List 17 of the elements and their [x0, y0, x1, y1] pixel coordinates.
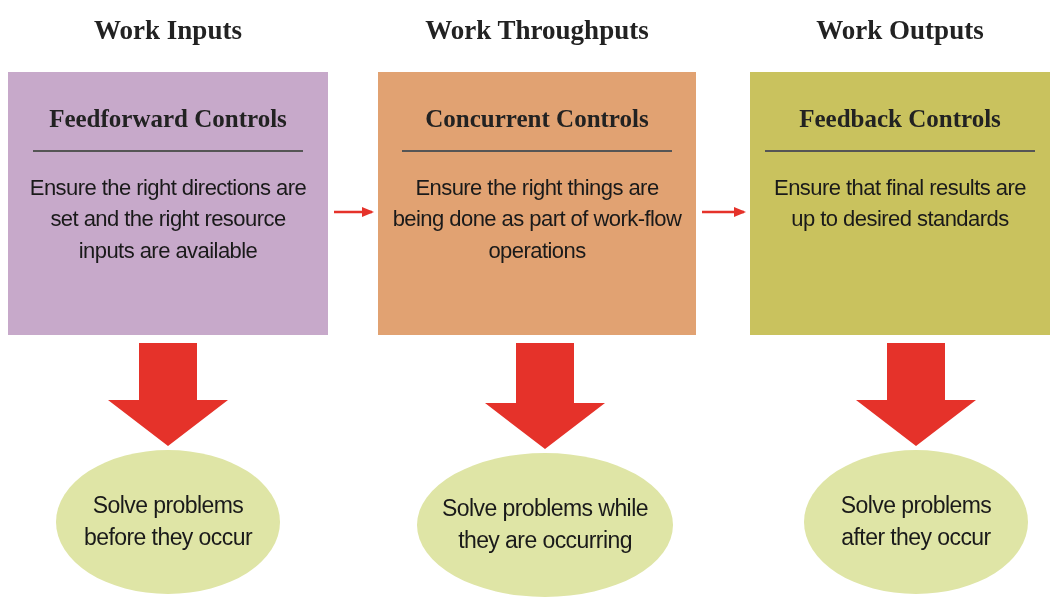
arrow	[702, 207, 746, 217]
outcome-text: Solve problems after they occur	[840, 492, 992, 550]
control-description: Ensure that final results are up to desired standards	[773, 173, 1027, 234]
outcome-text: Solve problems before they occur	[84, 492, 252, 550]
block-arrow	[856, 343, 976, 446]
column-heading: Work Throughputs	[424, 14, 650, 47]
control-description: Ensure the right directions are set and the right resource inputs are available	[28, 173, 308, 266]
block-arrow	[485, 343, 605, 449]
control-title: Feedforward Controls	[49, 104, 287, 134]
control-title: Feedback Controls	[799, 104, 1001, 134]
column-heading: Work Outputs	[815, 14, 985, 47]
column-heading: Work Inputs	[93, 14, 243, 47]
outcome-text: Solve problems while they are occurring	[442, 495, 648, 553]
block-arrow	[108, 343, 228, 446]
control-description: Ensure the right things are being done as part of work-flow operations	[391, 173, 683, 266]
arrow	[334, 207, 374, 217]
control-title: Concurrent Controls	[425, 104, 649, 134]
